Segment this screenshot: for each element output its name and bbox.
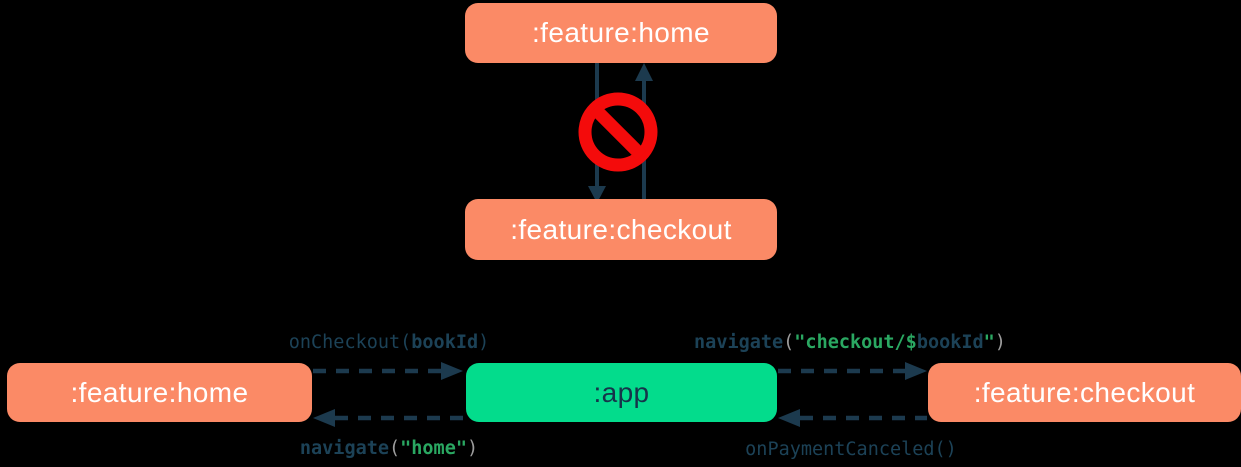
paren-close: ): [478, 332, 490, 353]
edge-label-oncheckout: onCheckout(bookId): [239, 331, 539, 355]
top-feature-checkout-box: :feature:checkout: [465, 199, 777, 260]
no-entry-icon: [578, 92, 658, 172]
dashed-arrow-app-to-home: [313, 409, 464, 427]
bottom-feature-home-label: :feature:home: [70, 376, 249, 408]
dashed-arrow-app-to-checkout: [778, 362, 927, 380]
template-var: bookId: [916, 332, 984, 353]
dependency-arrow-home-to-checkout: [588, 63, 606, 203]
bottom-feature-checkout-label: :feature:checkout: [973, 376, 1196, 408]
fn-arg: bookId: [411, 332, 479, 353]
fn-name: navigate: [299, 438, 389, 459]
edge-label-onpaymentcanceled: onPaymentCanceled(): [701, 438, 1001, 462]
top-feature-home-label: :feature:home: [532, 17, 710, 48]
fn-name: navigate: [694, 332, 784, 353]
dashed-arrow-checkout-to-app: [778, 409, 927, 427]
dependency-arrow-checkout-to-home: [635, 63, 653, 200]
bottom-feature-checkout-box: :feature:checkout: [928, 363, 1241, 422]
top-feature-checkout-label: :feature:checkout: [510, 213, 732, 245]
paren-open: (: [389, 438, 401, 459]
app-box: :app: [466, 363, 777, 422]
string-tail: ": [983, 332, 995, 353]
parens: (): [934, 439, 957, 460]
paren-open: (: [783, 332, 795, 353]
edge-label-navigate-home: navigate("home"): [239, 437, 539, 461]
paren-open: (: [400, 332, 412, 353]
app-box-label: :app: [593, 376, 650, 408]
fn-name: onPaymentCanceled: [745, 439, 935, 460]
fn-name: onCheckout: [288, 332, 401, 353]
bottom-feature-home-box: :feature:home: [7, 363, 312, 422]
string-arg: "home": [400, 438, 467, 459]
string-head: "checkout/$: [794, 332, 917, 353]
dashed-arrow-home-to-app: [313, 362, 463, 380]
top-feature-home-box: :feature:home: [465, 3, 777, 63]
paren-close: ): [994, 332, 1006, 353]
edge-label-navigate-checkout: navigate("checkout/$bookId"): [685, 331, 1015, 355]
paren-close: ): [466, 438, 479, 459]
